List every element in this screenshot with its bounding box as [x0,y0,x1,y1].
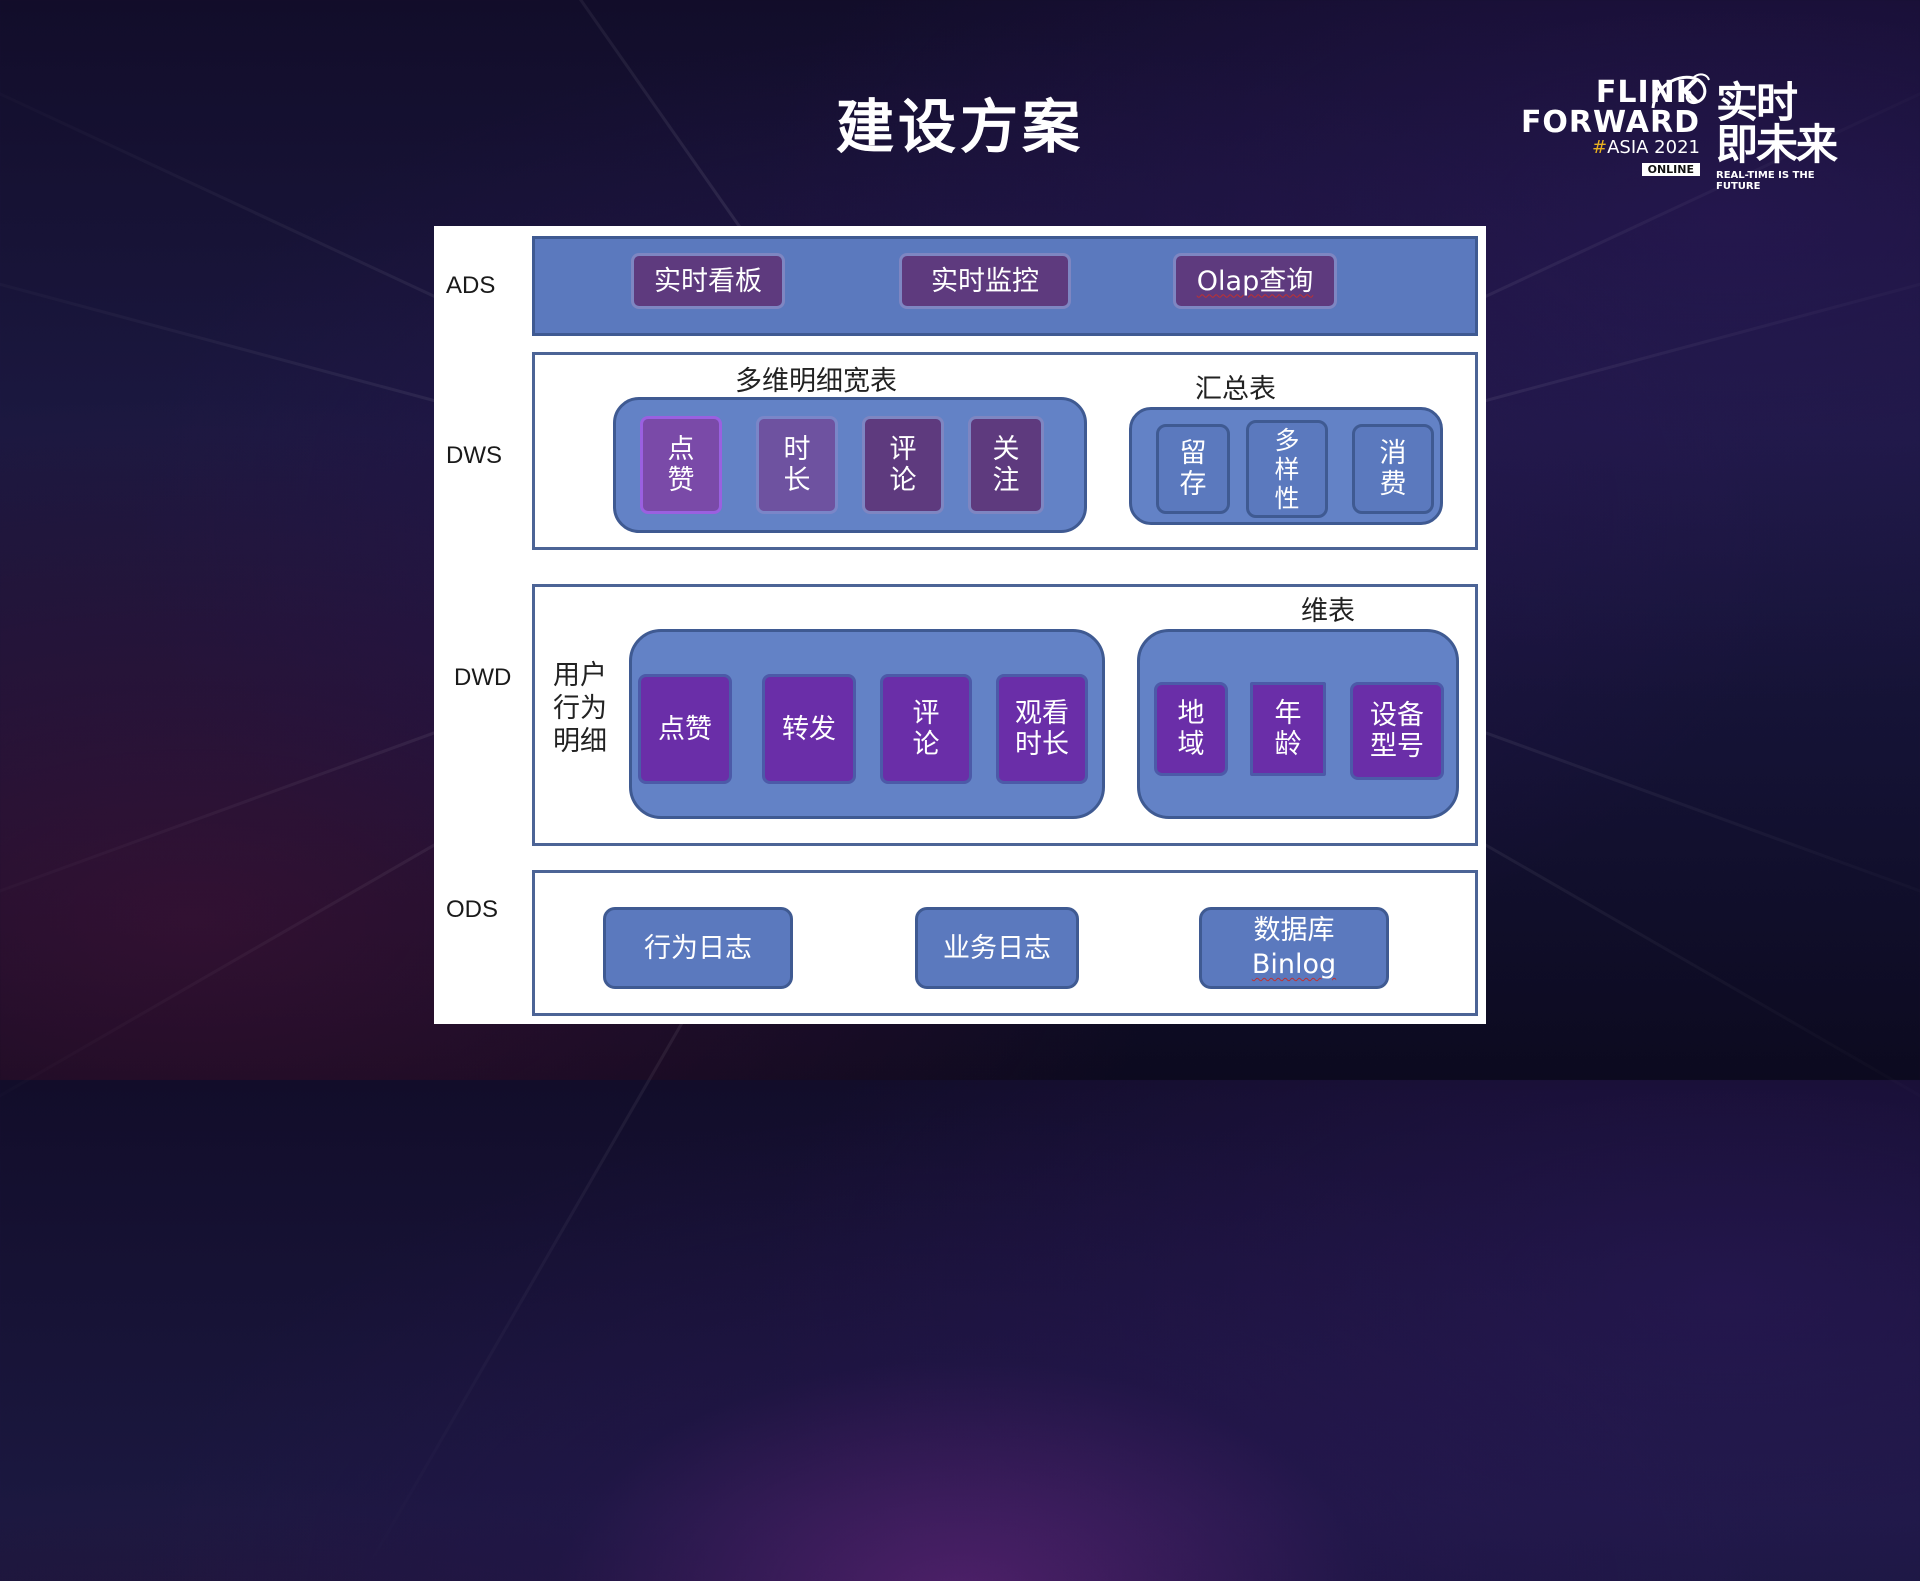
dimension-item: 设备 型号 [1350,682,1444,780]
user-behavior-detail-label: 用户 行为 明细 [553,660,607,757]
wide-item: 评 论 [862,416,944,514]
flink-forward-logo: FLINK FORWARD #ASIA 2021 ONLINE 实时 即未来 R… [1520,68,1840,192]
dimension-item: 年 龄 [1250,682,1326,776]
behavior-item: 转发 [762,674,856,784]
layer-label-ads: ADS [446,272,496,299]
summary-item: 消 费 [1352,424,1434,514]
wide-table-title: 多维明细宽表 [735,366,897,397]
logo-line-asia: #ASIA 2021 [1520,138,1700,158]
logo-cn-line1: 实时 [1716,78,1798,127]
summary-item: 留 存 [1156,424,1230,514]
summary-table-group: 留 存 多 样 性 消 费 [1129,407,1443,525]
logo-chinese: 实时 即未来 REAL-TIME IS THE FUTURE [1716,78,1846,193]
wide-item: 关 注 [968,416,1044,514]
logo-line-flink: FLINK [1595,75,1700,110]
logo-asia: ASIA 2021 [1607,137,1700,158]
behavior-item: 点赞 [638,674,732,784]
summary-table-title: 汇总表 [1195,374,1276,405]
ads-item: Olap查询 [1173,253,1337,309]
layer-label-dws: DWS [446,442,502,469]
logo-wordmark: FLINK FORWARD #ASIA 2021 ONLINE [1520,78,1700,177]
squirrel-icon [1651,73,1710,109]
logo-tagline: REAL-TIME IS THE FUTURE [1716,170,1815,192]
ods-layer: 行为日志 业务日志 数据库 Binlog [532,870,1478,1016]
ods-db-line2: Binlog [1251,949,1337,980]
summary-item: 多 样 性 [1246,420,1328,518]
dimension-group: 地 域 年 龄 设备 型号 [1137,629,1459,819]
wide-item: 点 赞 [640,416,722,514]
wide-item: 时 长 [756,416,838,514]
dws-layer: 多维明细宽表 点 赞 时 长 评 论 关 注 汇总表 留 存 多 样 性 消 费 [532,352,1478,550]
logo-cn-line2: 即未来 [1716,120,1838,169]
slide-title: 建设方案 [835,93,1084,161]
ods-item: 行为日志 [603,907,793,989]
behavior-item: 评 论 [880,674,972,784]
dimension-item: 地 域 [1154,682,1228,776]
behavior-item: 观看 时长 [996,674,1088,784]
layer-label-dwd: DWD [454,664,512,691]
logo-online-badge: ONLINE [1641,163,1700,176]
ads-item-olap-text: Olap查询 [1196,265,1314,297]
layer-label-ods: ODS [446,896,499,923]
ods-db-line1: 数据库 [1253,915,1335,946]
dimension-table-title: 维表 [1301,596,1355,627]
architecture-diagram: ADS 实时看板 实时监控 Olap查询 DWS 多维明细宽表 点 赞 时 长 … [434,226,1486,1024]
ods-item-database-binlog: 数据库 Binlog [1199,907,1389,989]
ads-item: 实时监控 [899,253,1071,309]
ads-item: 实时看板 [631,253,785,309]
logo-hash: # [1592,137,1608,158]
logo-line-forward: FORWARD [1520,105,1700,140]
ads-layer: 实时看板 实时监控 Olap查询 [532,236,1478,336]
behavior-group: 点赞 转发 评 论 观看 时长 [629,629,1105,819]
dwd-layer: 用户 行为 明细 点赞 转发 评 论 观看 时长 维表 地 域 年 龄 设备 型… [532,584,1478,846]
ods-item: 业务日志 [915,907,1079,989]
wide-table-group: 点 赞 时 长 评 论 关 注 [613,397,1087,533]
